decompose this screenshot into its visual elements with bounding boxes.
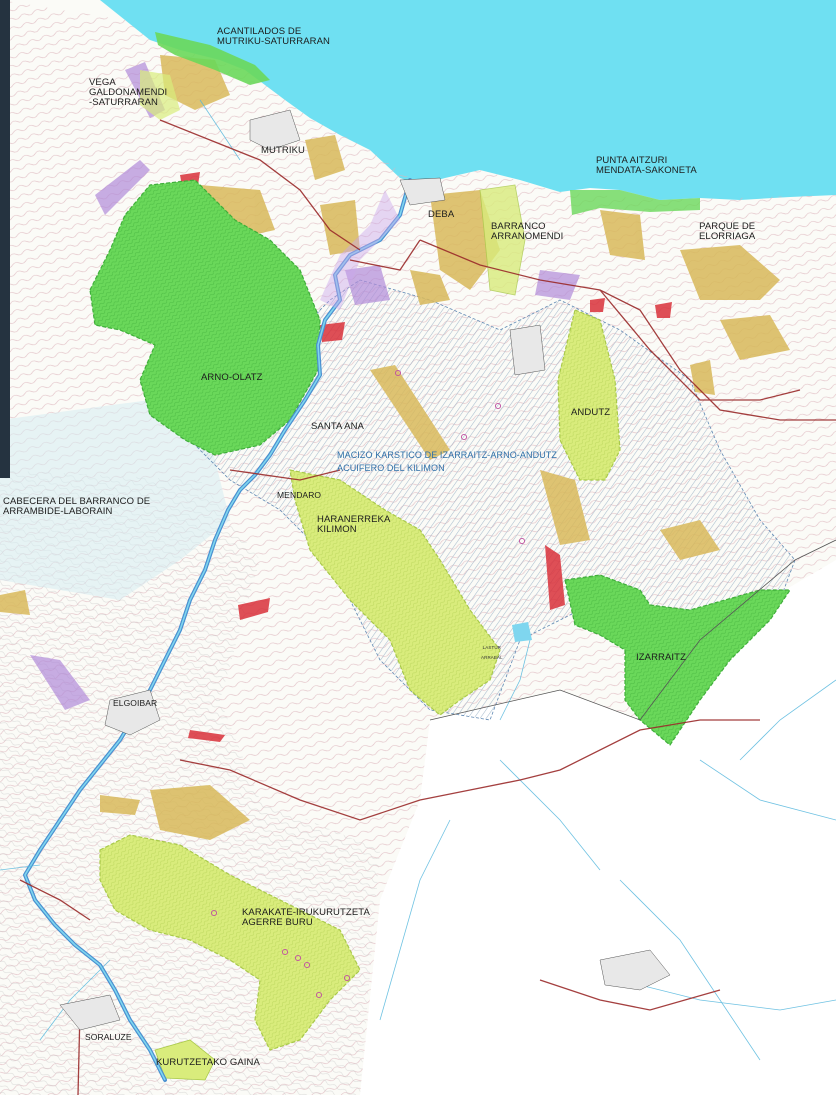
- label-kurutzetako: KURUTZETAKO GAINA: [156, 1057, 260, 1068]
- study-boundary: [429, 539, 836, 721]
- label-acuifero: ACUIFERO DEL KILIMON: [337, 463, 445, 473]
- window-edge: [0, 0, 10, 478]
- label-punta-aitzuri: PUNTA AITZURI MENDATA-SAKONETA: [596, 155, 697, 176]
- lastur-lagoon: [512, 622, 532, 642]
- towns: [59, 109, 671, 1031]
- label-mendaro: MENDARO: [277, 490, 322, 500]
- outer-area: [360, 560, 836, 1095]
- label-mutriku: MUTRIKU: [261, 145, 305, 156]
- label-elgoibar: ELGOIBAR: [113, 698, 158, 708]
- roads: [19, 119, 836, 1095]
- label-macizo: MACIZO KARSTICO DE IZARRAITZ-ARNO-ANDUTZ: [337, 450, 557, 460]
- label-vega: VEGA GALDONAMENDI -SATURRARAN: [89, 77, 168, 108]
- label-santa-ana: SANTA ANA: [311, 421, 364, 432]
- label-andutz: ANDUTZ: [571, 407, 611, 418]
- cabecera-zone: [0, 400, 230, 600]
- label-lastur: LASTUR ARRABAL: [481, 645, 503, 660]
- vega-area: [140, 70, 180, 120]
- sea: [100, 0, 836, 200]
- label-karakate: KARAKATE-IRUKURUTZETA AGERRE BURU: [242, 907, 370, 928]
- label-parque-elorriaga: PARQUE DE ELORRIAGA: [699, 221, 756, 242]
- label-soraluze: SORALUZE: [85, 1032, 132, 1042]
- label-arno-olatz: ARNO-OLATZ: [201, 372, 263, 383]
- label-izarraitz: IZARRAITZ: [636, 652, 686, 663]
- streams: [0, 99, 836, 1061]
- acantilados-area: [155, 32, 270, 85]
- circle-marker-icon: [210, 369, 526, 999]
- label-acantilados: ACANTILADOS DE MUTRIKU-SATURRARAN: [217, 26, 330, 47]
- mustard-patches: [0, 55, 790, 840]
- label-deba: DEBA: [428, 209, 455, 220]
- label-haranerreka: HARANERREKA KILIMON: [317, 514, 391, 535]
- label-cabecera: CABECERA DEL BARRANCO DE ARRAMBIDE-LABOR…: [3, 496, 151, 517]
- punta-aitzuri-area: [570, 190, 700, 215]
- label-barranco-arranomendi: BARRANCO ARRANOMENDI: [491, 221, 564, 242]
